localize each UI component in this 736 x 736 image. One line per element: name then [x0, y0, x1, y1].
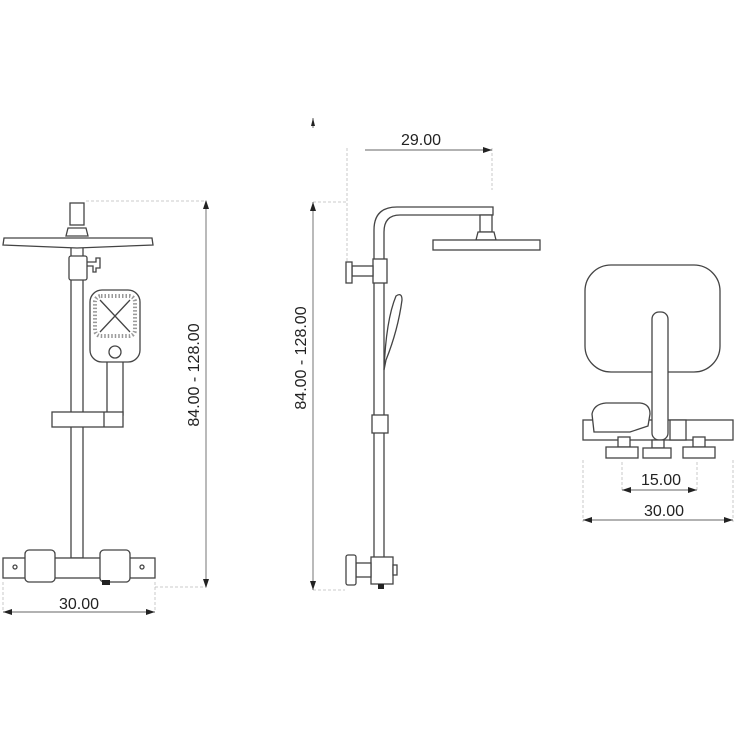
top-view: 15.00 30.00	[582, 264, 734, 523]
side-view: 84.00 - 128.00 29.00	[293, 118, 541, 591]
thermostat-handle-left	[24, 549, 56, 583]
slide-holder	[371, 414, 389, 434]
thermostat-knob	[345, 554, 357, 586]
mount-hole	[139, 564, 145, 570]
head-base	[65, 227, 89, 237]
head-connector	[479, 214, 493, 233]
foot-left	[605, 446, 639, 459]
top-width-label: 30.00	[644, 503, 684, 520]
riser-pipe	[651, 311, 669, 441]
front-width-label: 30.00	[59, 596, 99, 613]
overhead-shower-disc	[2, 237, 154, 249]
riser-pipe	[70, 239, 84, 559]
side-height-label: 84.00 - 128.00	[293, 306, 310, 409]
riser-with-arm	[373, 206, 494, 560]
thermostat-handle-right	[99, 549, 131, 583]
top-centers-label: 15.00	[641, 472, 681, 489]
diverter-stem	[351, 265, 374, 277]
front-view: 84.00 - 128.00 30.00	[2, 200, 209, 615]
hand-shower-handle	[106, 359, 124, 416]
thermostat-stem	[355, 562, 372, 578]
spray-face	[93, 294, 137, 338]
front-height-label: 84.00 - 128.00	[186, 323, 203, 426]
spray-pattern	[99, 299, 131, 333]
diverter-block	[372, 258, 388, 284]
thermostat-body	[370, 556, 394, 585]
overhead-shower-disc	[432, 239, 541, 251]
head-connector	[69, 202, 85, 226]
spray-button	[108, 345, 122, 359]
diverter-knob	[345, 261, 353, 284]
hand-shower-head	[89, 289, 141, 363]
diverter-block	[68, 255, 88, 281]
diverter-knob	[87, 257, 101, 273]
slide-holder	[51, 411, 124, 428]
valve-block	[669, 419, 687, 441]
side-reach-label: 29.00	[401, 132, 441, 149]
thermostat-knob	[591, 402, 651, 433]
foot-center	[642, 447, 672, 459]
hand-shower-profile	[383, 294, 403, 371]
foot-right	[682, 446, 716, 459]
mount-hole	[12, 564, 18, 570]
outlet-nozzle	[102, 580, 110, 585]
head-base	[475, 231, 497, 241]
outlet-nozzle	[378, 584, 384, 589]
